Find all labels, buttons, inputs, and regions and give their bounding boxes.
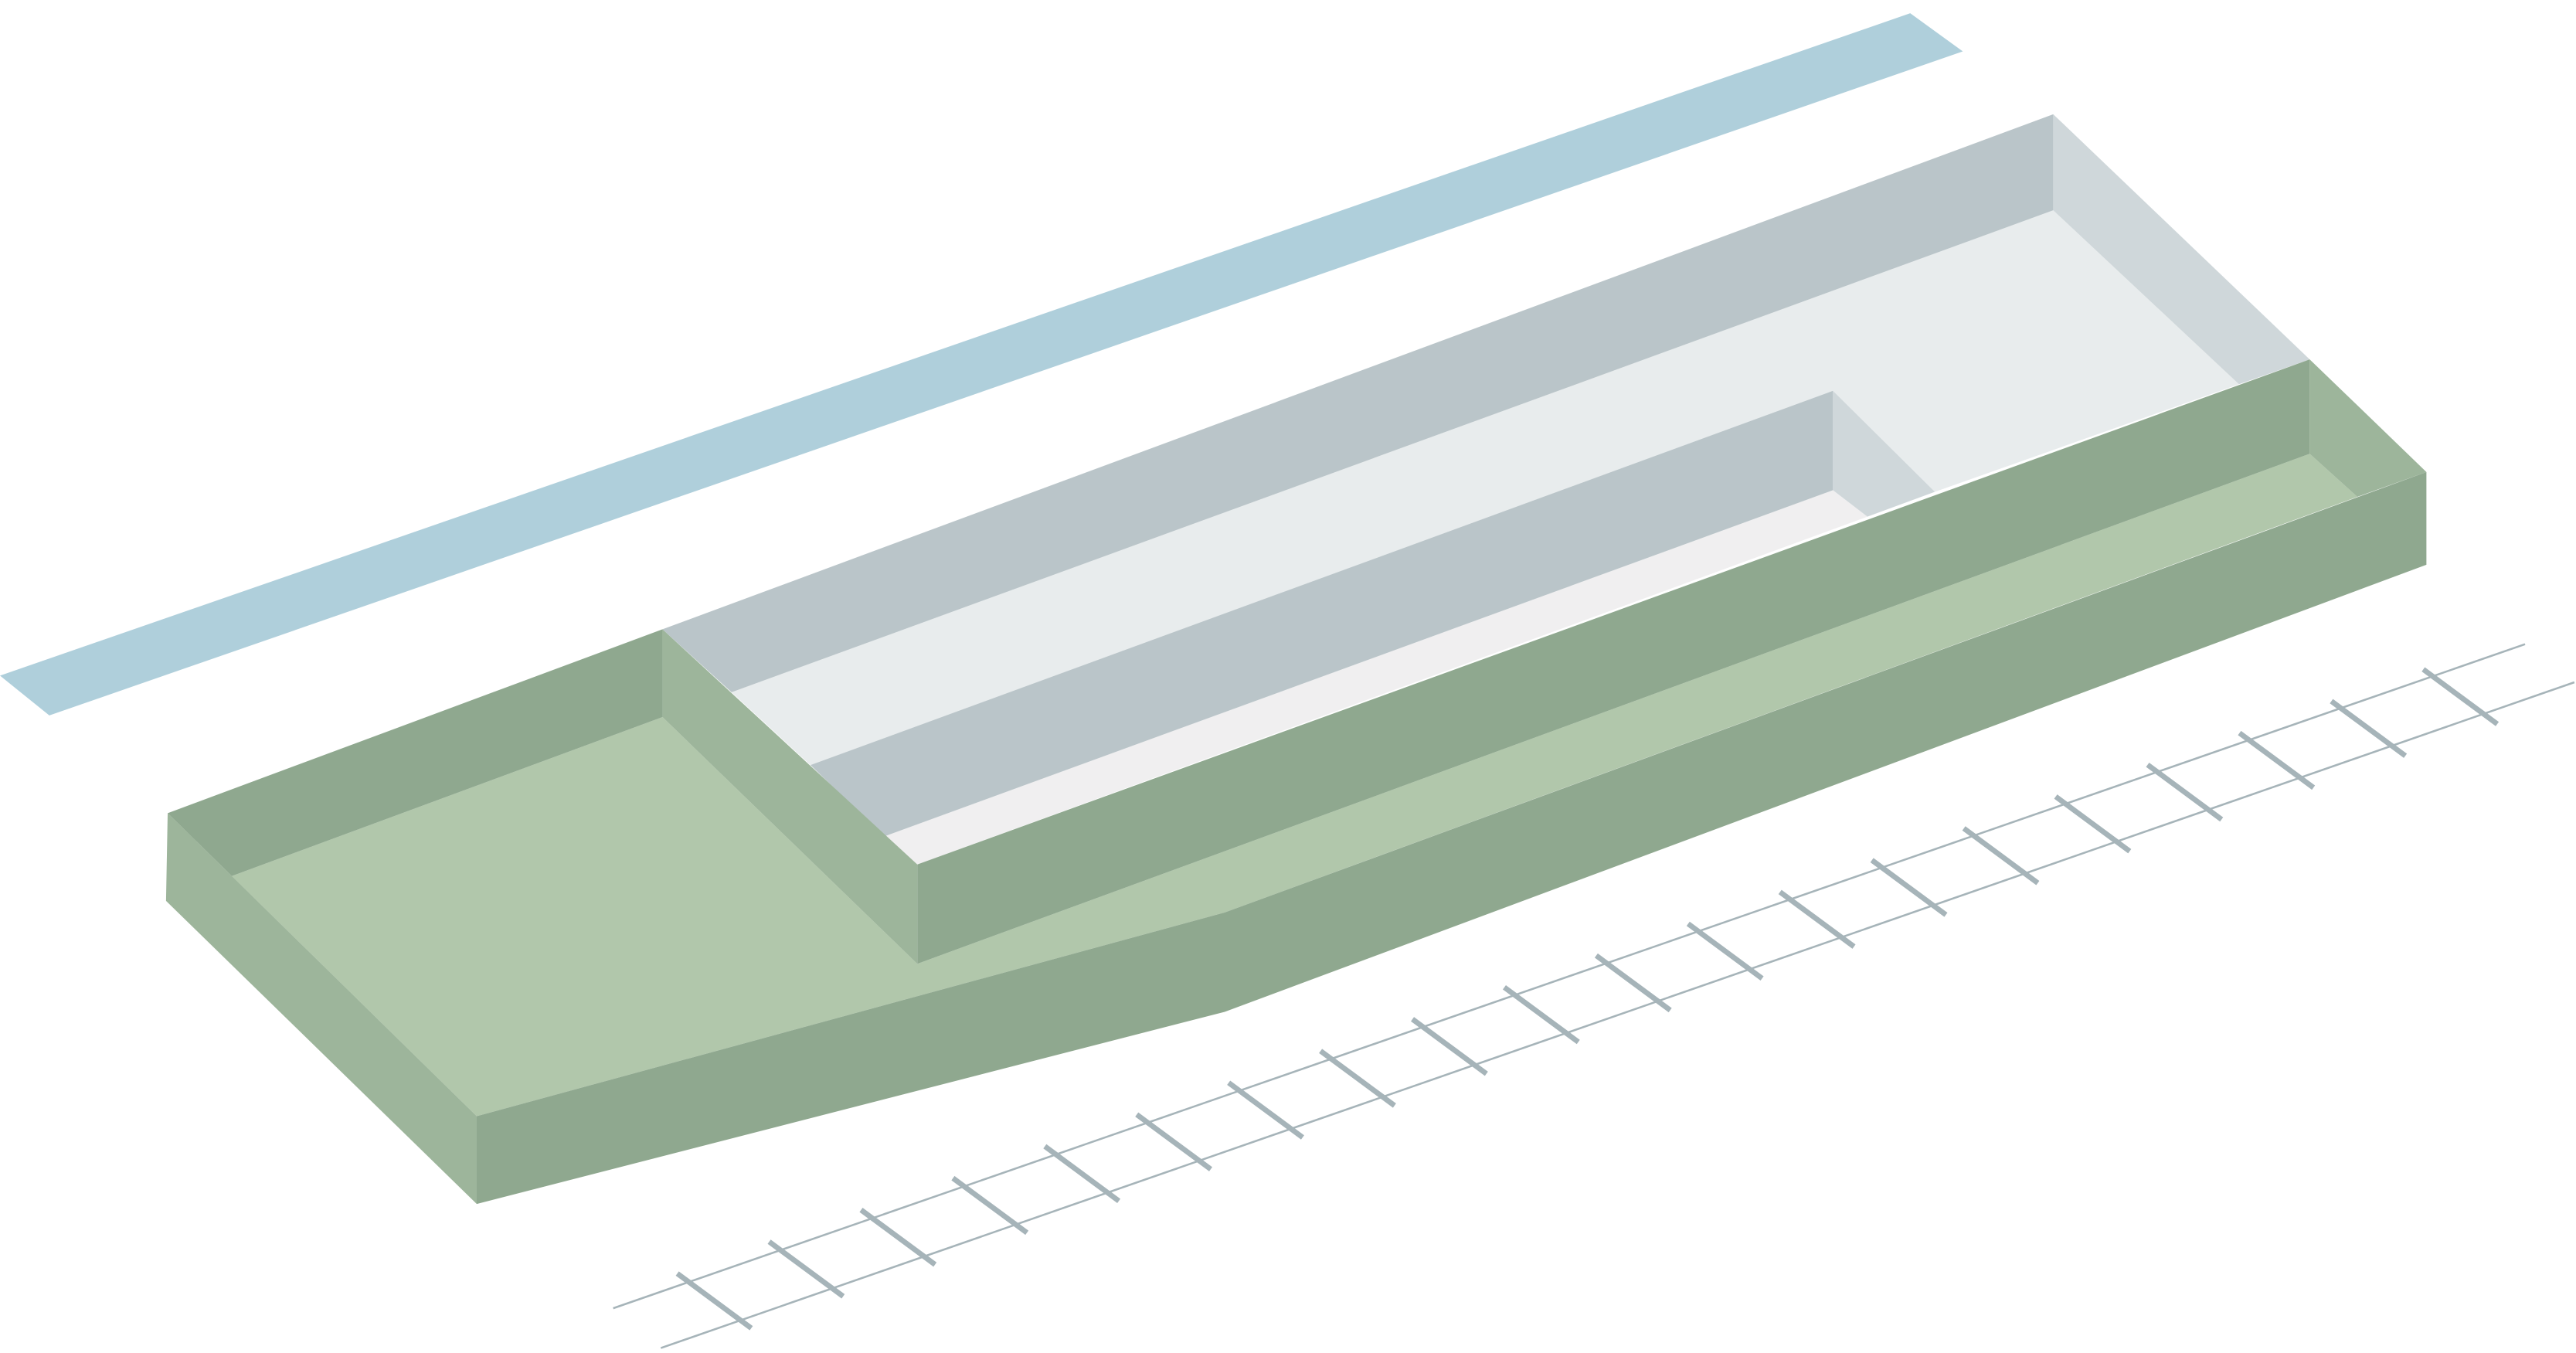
rail-sleeper <box>1870 858 1948 917</box>
rail-sleeper <box>767 1239 845 1299</box>
grey-block <box>662 114 2310 865</box>
green-top-left-wall <box>168 629 663 876</box>
rail-sleeper <box>1686 921 1764 981</box>
water-strip <box>0 13 1963 716</box>
grey-back-wall <box>662 114 2054 692</box>
rail-sleeper <box>951 1175 1029 1236</box>
green-long-front-wall <box>917 359 2310 964</box>
rail-sleeper <box>2146 762 2224 822</box>
rail-sleeper <box>2421 667 2500 726</box>
grey-floor <box>731 210 2239 766</box>
rail-sleeper <box>1135 1112 1213 1171</box>
rail-sleeper <box>1502 985 1580 1045</box>
grey-inner-side-wall <box>1833 390 1935 517</box>
grey-inner-wall <box>810 390 1833 837</box>
rail-sleeper <box>675 1271 753 1331</box>
rail-sleeper <box>2238 730 2316 790</box>
rail-sleeper <box>859 1208 937 1267</box>
green-right-end-wall <box>2309 359 2427 497</box>
rail-sleeper <box>1594 953 1672 1013</box>
rail-sleeper <box>1319 1049 1396 1108</box>
rail-sleeper <box>1962 826 2040 886</box>
railway-track <box>613 643 2575 1349</box>
green-left-side-wall <box>165 813 477 1205</box>
rail-sleeper <box>1778 889 1856 949</box>
rail-sleeper <box>1411 1017 1488 1076</box>
grey-right-wall <box>2053 114 2310 385</box>
rail-sleeper <box>1227 1080 1304 1140</box>
green-front-wall <box>477 471 2427 1205</box>
green-floor <box>231 454 2358 1117</box>
rail-line <box>660 681 2575 1349</box>
green-block <box>165 359 2427 1205</box>
rail-sleeper <box>1043 1144 1121 1204</box>
rail-line <box>613 643 2526 1310</box>
rail-sleeper <box>2330 699 2408 758</box>
green-inner-diagonal-wall <box>662 629 918 964</box>
grey-inner-floor <box>884 490 1867 865</box>
rail-sleeper <box>2054 794 2132 854</box>
